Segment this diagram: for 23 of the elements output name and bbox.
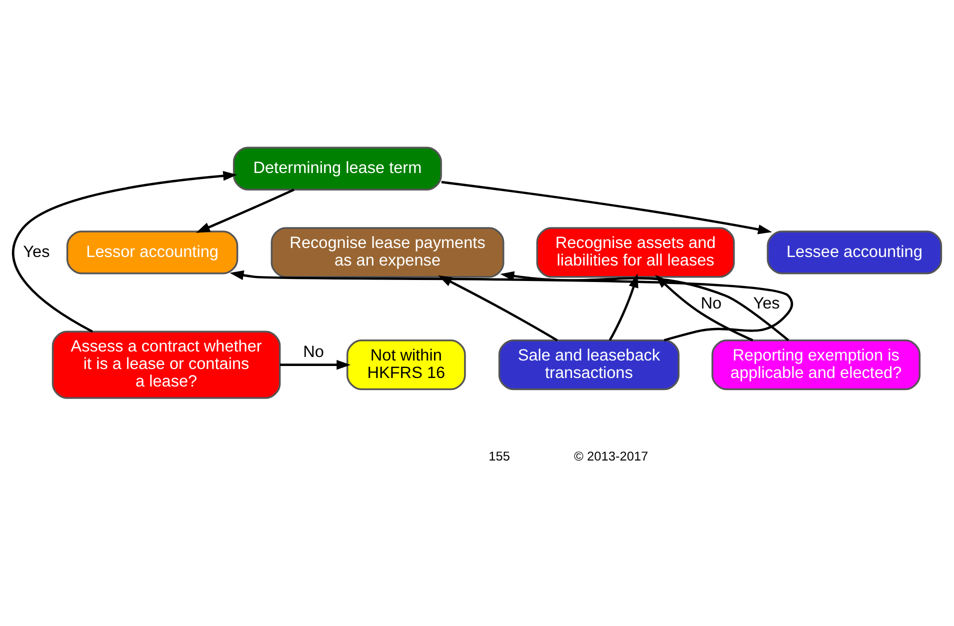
node-box: Not within HKFRS 16 xyxy=(346,340,466,390)
node-box: Lessee accounting xyxy=(766,230,942,274)
label: © 2013-2017 xyxy=(574,448,648,464)
node-box: Assess a contract whether it is a lease or contains a lease? xyxy=(52,330,281,399)
node-box: Determining lease term xyxy=(232,146,442,190)
arrow xyxy=(280,360,351,370)
edge-label: No xyxy=(700,294,722,313)
arrow xyxy=(230,270,793,342)
arrow xyxy=(12,171,238,333)
edge-label: Yes xyxy=(23,242,50,261)
edge-label: Yes xyxy=(753,294,780,313)
edge-label: No xyxy=(303,342,324,361)
arrow xyxy=(441,180,772,234)
node-box: Sale and leaseback transactions xyxy=(498,340,680,390)
arrow xyxy=(608,274,638,341)
arrow xyxy=(438,275,558,342)
node-box: Lessor accounting xyxy=(66,230,238,274)
label: 155 xyxy=(488,448,510,464)
node-box: Recognise lease payments as an expense xyxy=(270,227,504,278)
arrow xyxy=(500,271,790,342)
node-box: Reporting exemption is applicable and elected? xyxy=(712,340,921,390)
node-box: Recognise assets and liabilities for all leases xyxy=(536,227,735,278)
arrow xyxy=(196,188,294,233)
